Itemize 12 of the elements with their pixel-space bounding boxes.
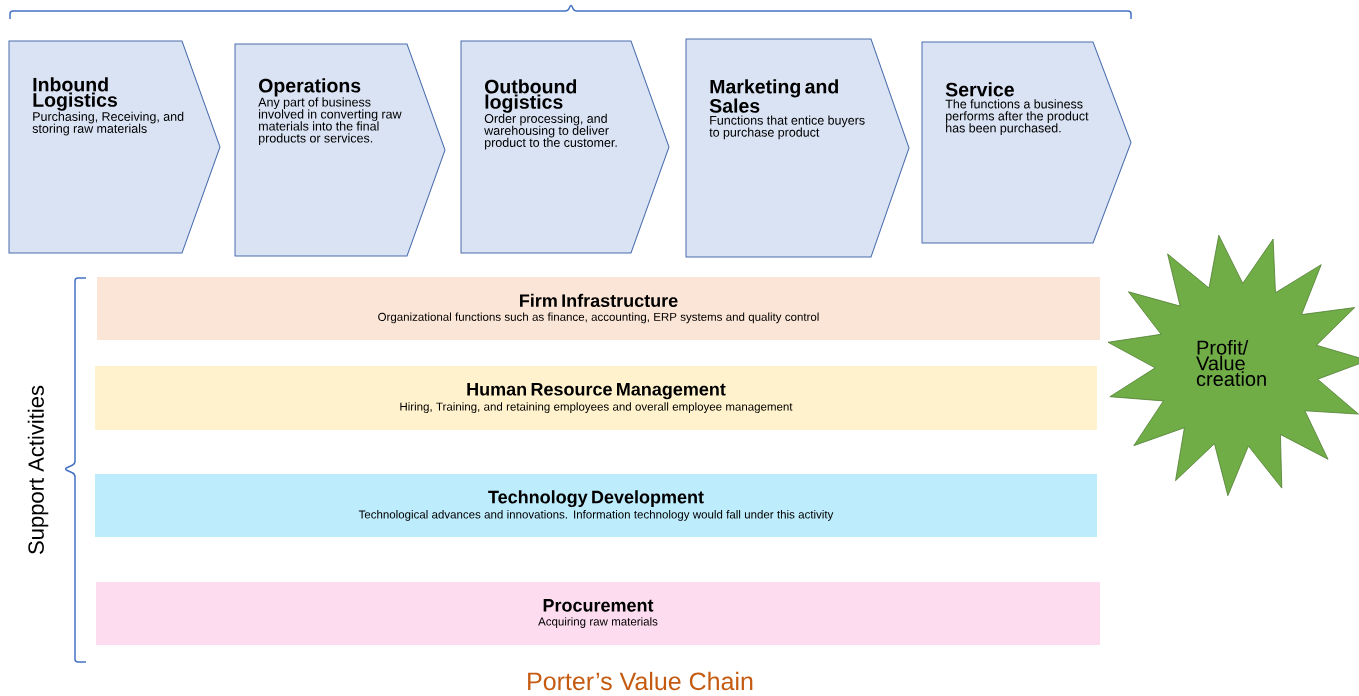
chevron-box: Service The functions a business performs after the product has been purchased. <box>921 41 1132 244</box>
chevron-box: Marketing and Sales Functions that entice buyers to purchase product <box>685 38 910 258</box>
activity-band: Procurement Acquiring raw materials <box>96 582 1100 645</box>
starburst: Profit/ Value creation <box>1107 234 1359 497</box>
chevron-box: Inbound Logistics Purchasing, Receiving, and storing raw materials <box>8 40 221 254</box>
activity-band: Human Resource Management Hiring, Training, and retaining employees and overall employee management <box>95 366 1097 430</box>
activity-band: Firm Infrastructure Organizational functions such as finance, accounting, ERP systems and quality control <box>97 277 1100 340</box>
chevron-box: Outbound logistics Order processing, and warehousing to deliver product to the customer. <box>460 40 670 254</box>
caption: Porter’s Value Chain <box>528 671 753 691</box>
chevron-box: Operations Any part of business involved in converting raw materials into the final products or services. <box>234 43 446 257</box>
activity-band: Technology Development Technological advances and innovations. Information technology would fall under this activity <box>95 474 1097 537</box>
side-label: Support Activities <box>27 385 49 554</box>
